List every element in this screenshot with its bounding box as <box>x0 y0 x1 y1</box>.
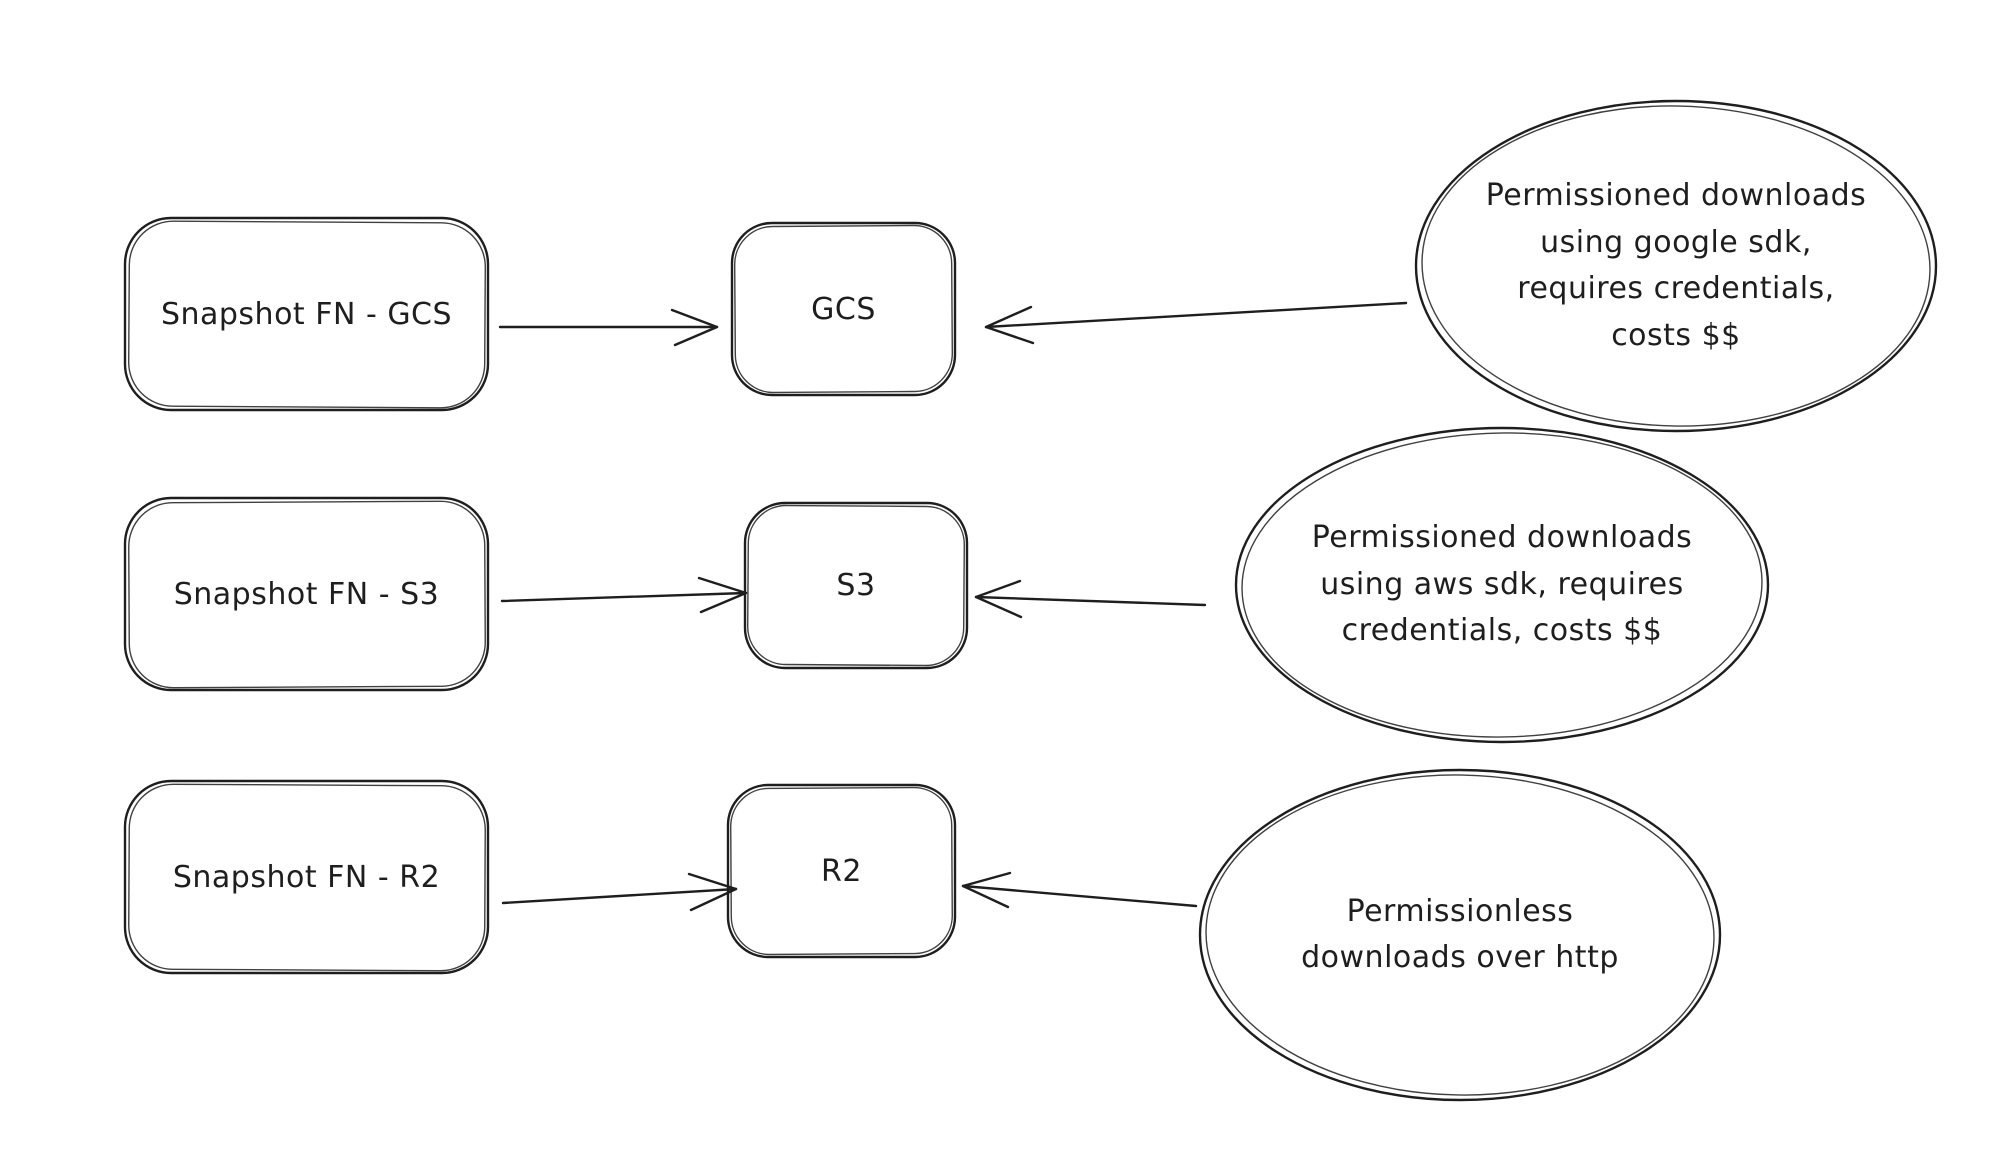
arrow-note-to-s3-head <box>974 579 1023 619</box>
arrow-note-to-s3 <box>974 579 1207 619</box>
source-node-gcs-rect <box>123 216 490 412</box>
arrow-note-to-gcs-head <box>984 305 1035 345</box>
target-node-s3-shape <box>743 501 969 670</box>
note-ellipse-gcs <box>1414 99 1938 433</box>
note-ellipse-gcs-sketch <box>1421 105 1931 427</box>
arrow-source-to-r2-line <box>501 887 738 905</box>
arrow-source-to-gcs <box>498 308 719 347</box>
arrow-source-to-s3-line <box>500 591 748 603</box>
target-node-r2-rect <box>726 783 957 959</box>
arrow-source-to-r2-head <box>687 872 738 912</box>
source-node-r2-shape <box>123 779 490 975</box>
source-node-r2-rect <box>123 779 490 975</box>
arrow-source-to-s3-head <box>697 576 748 614</box>
target-node-s3-rect-sketch <box>747 504 965 667</box>
arrow-note-to-r2-head <box>961 871 1012 909</box>
source-node-s3-rect-sketch <box>128 500 486 689</box>
source-node-r2-rect-sketch <box>128 783 486 972</box>
note-ellipse-gcs-shape <box>1414 99 1938 433</box>
target-node-s3-rect <box>743 501 969 670</box>
note-ellipse-s3 <box>1234 426 1770 744</box>
arrow-note-to-r2-line <box>961 884 1198 908</box>
source-node-gcs-rect-sketch <box>128 220 486 409</box>
target-node-gcs-rect <box>730 221 957 397</box>
arrow-note-to-r2 <box>961 871 1198 909</box>
target-node-gcs-rect-sketch <box>733 224 954 394</box>
note-ellipse-r2-shape <box>1198 768 1722 1102</box>
note-ellipse-s3-shape <box>1234 426 1770 744</box>
arrow-source-to-r2 <box>501 872 738 912</box>
target-node-gcs-shape <box>730 221 957 397</box>
note-ellipse-r2-sketch <box>1205 774 1715 1096</box>
source-node-gcs-shape <box>123 216 490 412</box>
target-node-r2-rect-sketch <box>730 786 953 956</box>
source-node-s3-rect <box>123 496 490 692</box>
arrow-note-to-gcs-line <box>984 301 1408 329</box>
note-ellipse-s3-sketch <box>1241 432 1763 738</box>
target-node-r2-shape <box>726 783 957 959</box>
source-node-s3-shape <box>123 496 490 692</box>
note-ellipse-r2 <box>1198 768 1722 1102</box>
arrow-source-to-gcs-head <box>670 308 719 347</box>
arrow-source-to-s3 <box>500 576 748 614</box>
arrow-note-to-s3-line <box>974 595 1207 607</box>
arrow-note-to-gcs <box>984 301 1408 345</box>
